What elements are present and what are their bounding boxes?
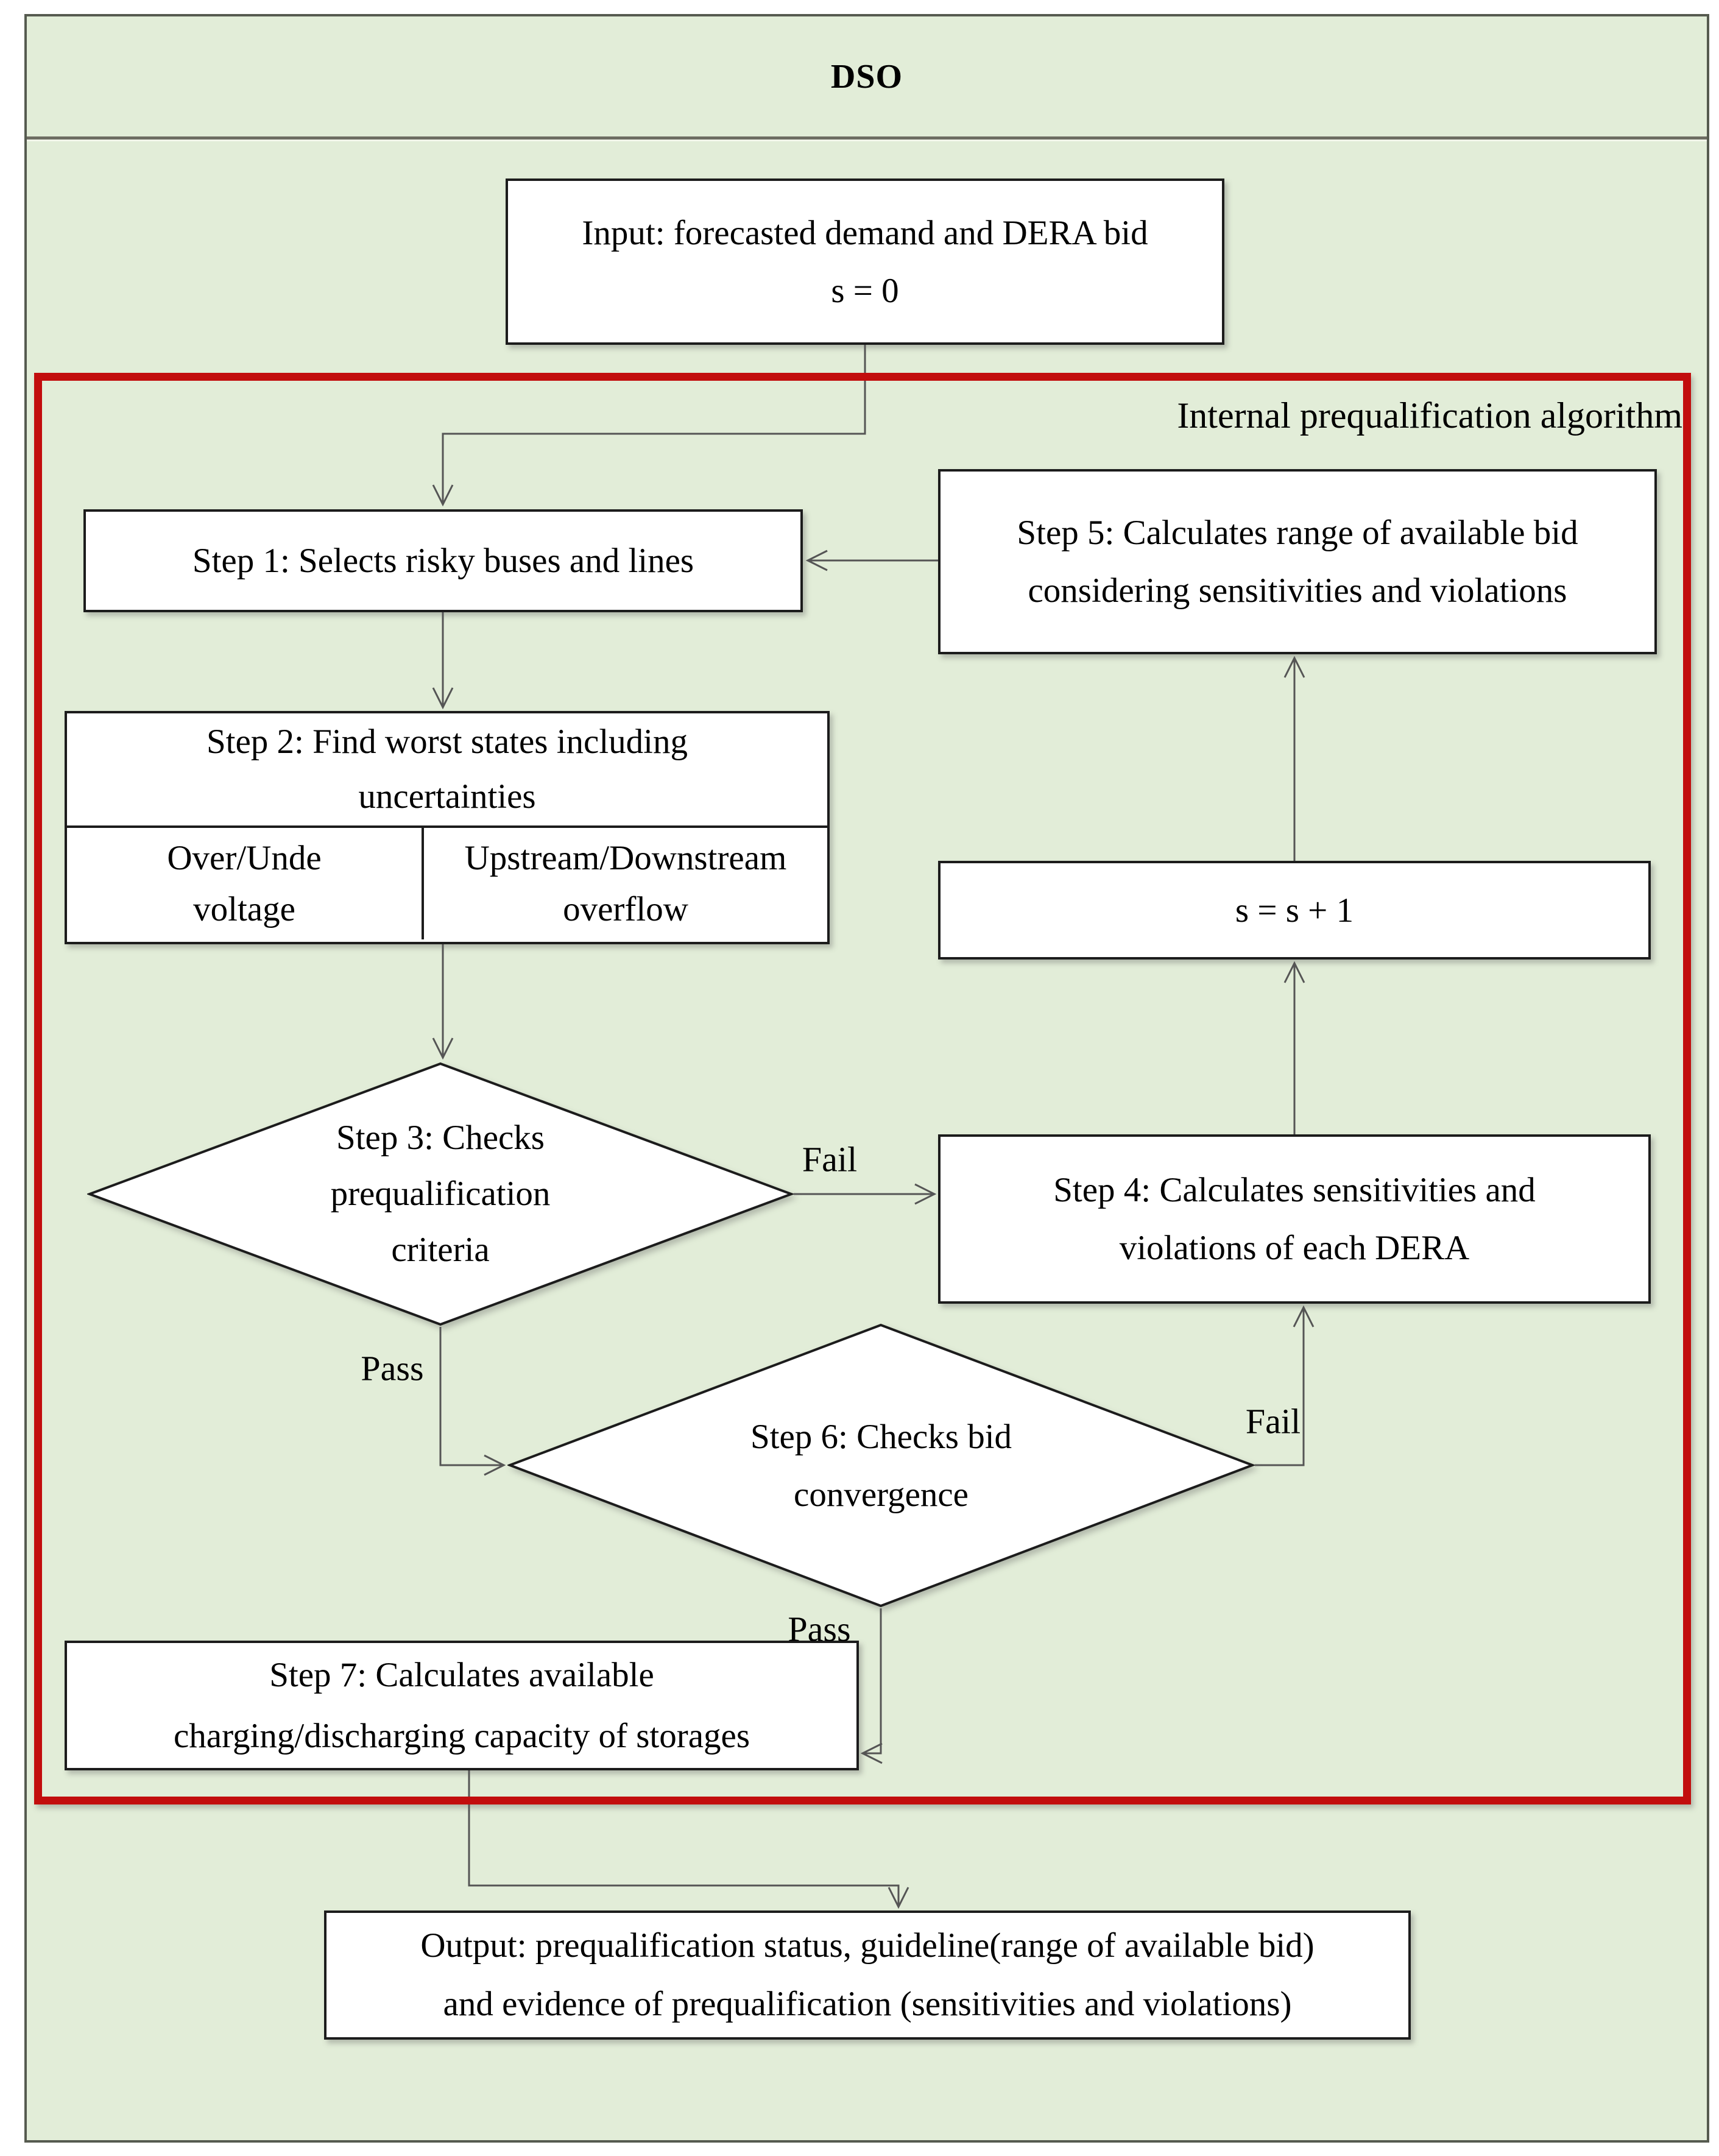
node-step4: Step 4: Calculates sensitivities and vio… <box>938 1134 1651 1304</box>
text-line: s = s + 1 <box>1235 891 1354 930</box>
text-line: Upstream/Downstream <box>464 838 787 877</box>
text-line: overflow <box>563 889 688 928</box>
dso-frame <box>24 14 1709 2143</box>
region-label: Internal prequalification algorithm <box>1177 395 1682 436</box>
node-step7: Step 7: Calculates available charging/di… <box>65 1641 859 1770</box>
text-line: Step 5: Calculates range of available bi… <box>1017 514 1578 552</box>
node-output: Output: prequalification status, guideli… <box>324 1910 1411 2040</box>
text-line: prequalification <box>330 1175 551 1213</box>
arrow-step3-pass-to-step6 <box>439 1327 506 1476</box>
text-line: Over/Unde <box>167 838 322 877</box>
node-step6: Step 6: Checks bid convergence <box>507 1323 1255 1608</box>
text-line: Step 6: Checks bid <box>750 1417 1012 1456</box>
node-step5: Step 5: Calculates range of available bi… <box>938 469 1657 654</box>
node-step2-cell-overflow: Upstream/Downstream overflow <box>422 828 827 939</box>
text-line: Step 3: Checks <box>336 1119 545 1157</box>
text-line: Step 2: Find worst states including <box>206 723 688 761</box>
arrow-step7-to-output <box>468 1770 909 1909</box>
node-step2-subrow: Over/Unde voltage Upstream/Downstream ov… <box>67 825 827 939</box>
text-line: criteria <box>391 1231 490 1269</box>
edge-label-step6-pass: Pass <box>788 1609 851 1649</box>
node-input: Input: forecasted demand and DERA bid s … <box>506 178 1224 345</box>
page-title: DSO <box>830 57 903 96</box>
node-step3-text: Step 3: Checks prequalification criteria <box>87 1061 794 1327</box>
text-line: and evidence of prequalification (sensit… <box>443 1985 1292 2023</box>
node-step2-cell-voltage: Over/Unde voltage <box>67 828 422 939</box>
title-separator <box>27 136 1707 141</box>
node-step1: Step 1: Selects risky buses and lines <box>83 509 803 612</box>
arrow-step6-fail-to-step4 <box>1255 1305 1315 1466</box>
node-step2-title: Step 2: Find worst states including unce… <box>67 713 827 825</box>
arrow-step6-pass-to-step7 <box>860 1608 883 1764</box>
text-line: Input: forecasted demand and DERA bid <box>582 213 1148 252</box>
text-line: Step 7: Calculates available <box>269 1655 654 1694</box>
edge-label-step3-pass: Pass <box>361 1348 424 1388</box>
text-line: convergence <box>794 1475 969 1514</box>
diamond-shape <box>507 1323 1255 1608</box>
text-line: uncertainties <box>358 777 536 816</box>
text-line: s = 0 <box>831 271 899 310</box>
text-line: Step 4: Calculates sensitivities and <box>1053 1171 1536 1209</box>
arrow-input-to-step1 <box>432 345 866 507</box>
internal-prequalification-region <box>34 373 1691 1804</box>
text-line: considering sensitivities and violations <box>1028 571 1567 610</box>
edge-label-step3-fail: Fail <box>802 1139 858 1179</box>
node-step3: Step 3: Checks prequalification criteria <box>87 1061 794 1327</box>
text-line: voltage <box>193 889 295 928</box>
text-line: charging/discharging capacity of storage… <box>173 1716 750 1755</box>
node-step2: Step 2: Find worst states including unce… <box>65 711 830 944</box>
edge-label-step6-fail: Fail <box>1245 1401 1301 1441</box>
node-step6-text: Step 6: Checks bid convergence <box>507 1323 1255 1608</box>
text-line: Output: prequalification status, guideli… <box>420 1926 1315 1965</box>
node-iterate: s = s + 1 <box>938 861 1651 960</box>
text-line: violations of each DERA <box>1119 1229 1470 1267</box>
diamond-shape <box>87 1062 794 1326</box>
text-line: Step 1: Selects risky buses and lines <box>192 542 694 580</box>
